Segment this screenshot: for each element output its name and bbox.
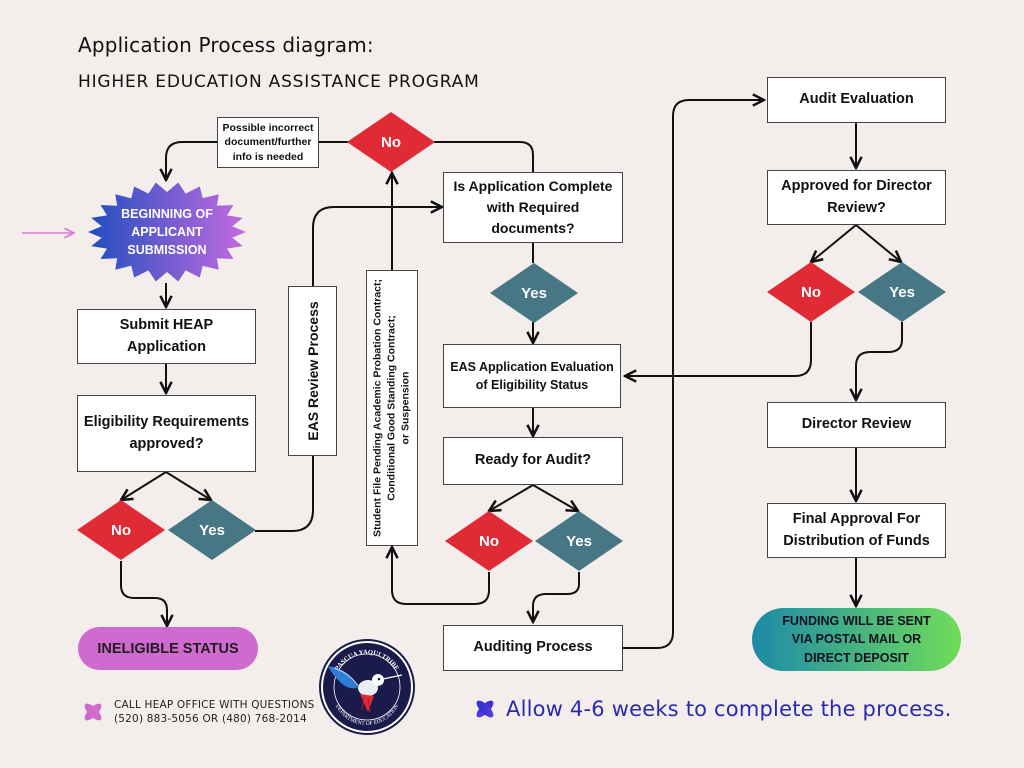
funding-terminal: FUNDING WILL BE SENT VIA POSTAL MAIL OR … (752, 608, 961, 671)
funding-line: VIA POSTAL MAIL OR (791, 632, 922, 647)
eligibility-node: Eligibility Requirements approved? (77, 395, 256, 472)
arrow-director-yes-to-review (856, 322, 903, 400)
contact-info: CALL HEAP OFFICE WITH QUESTIONS (520) 88… (78, 697, 315, 727)
eas-review-process-node: EAS Review Process (288, 286, 337, 456)
arrow-yes-to-eas-review (255, 456, 314, 532)
arrow-director-no-to-eas-eval (625, 322, 812, 376)
eligibility-yes-diamond: Yes (168, 500, 256, 560)
ready-for-audit-node: Ready for Audit? (443, 437, 623, 485)
diamond-label: No (801, 283, 821, 301)
hummingbird-icon (328, 666, 403, 713)
complete-yes-diamond: Yes (490, 263, 578, 323)
final-approval-node: Final Approval For Distribution of Funds (767, 503, 946, 558)
timeline-note-text: Allow 4-6 weeks to complete the process. (506, 697, 952, 721)
start-node: BEGINNING OF APPLICANT SUBMISSION (88, 182, 246, 282)
complete-no-diamond: No (347, 112, 435, 172)
flower-icon (476, 700, 494, 718)
audit-evaluation-node: Audit Evaluation (767, 77, 946, 123)
diamond-label: No (479, 532, 499, 550)
arrow-complete-to-no (434, 141, 534, 172)
arrow-ready-to-no (489, 484, 534, 511)
eas-application-evaluation-node: EAS Application Evaluation of Eligibilit… (443, 344, 621, 408)
funding-line: DIRECT DEPOSIT (804, 650, 909, 665)
arrow-ready-no-to-student-file (392, 547, 490, 605)
start-label-line: BEGINNING OF (121, 206, 213, 221)
application-complete-node: Is Application Complete with Required do… (443, 172, 623, 243)
ineligible-status-terminal: INELIGIBLE STATUS (78, 627, 258, 670)
approved-for-director-node: Approved for Director Review? (767, 170, 946, 225)
student-file-line: or Suspension (400, 371, 413, 445)
student-file-line: Conditional Good Standing Contract; (385, 315, 398, 501)
arrow-no-to-ineligible (120, 561, 167, 626)
director-no-diamond: No (767, 262, 855, 322)
page-subtitle: HIGHER EDUCATION ASSISTANCE PROGRAM (78, 72, 480, 92)
director-yes-diamond: Yes (858, 262, 946, 322)
start-label-line: SUBMISSION (127, 243, 207, 258)
diamond-label: Yes (521, 284, 547, 302)
auditing-process-node: Auditing Process (443, 625, 623, 671)
starburst-shape (88, 182, 246, 282)
diamond-label: Yes (199, 521, 225, 539)
arrow-incorrect-doc-to-start (166, 141, 218, 180)
flower-icon (84, 703, 102, 721)
diamond-label: No (381, 133, 401, 151)
arrow-eligibility-to-no (121, 471, 167, 500)
pascua-yaqui-seal-logo: PASCUA YAQUI TRIBE DEPARTMENT OF EDUCATI… (318, 638, 416, 736)
student-file-line: Student File Pending Academic Probation … (371, 278, 384, 538)
page-title: Application Process diagram: (78, 33, 374, 57)
eligibility-no-diamond: No (77, 500, 165, 560)
eas-review-process-label: EAS Review Process (304, 301, 321, 441)
student-file-pending-node: Student File Pending Academic Probation … (366, 270, 418, 546)
contact-phone[interactable]: (520) 883-5056 OR (480) 768-2014 (114, 713, 307, 725)
arrow-approved-to-yes (855, 224, 901, 262)
arrow-ready-to-yes (532, 484, 578, 511)
arrow-approved-to-no (811, 224, 857, 262)
diamond-label: Yes (889, 283, 915, 301)
audit-no-diamond: No (445, 511, 533, 571)
director-review-node: Director Review (767, 402, 946, 448)
funding-line: FUNDING WILL BE SENT (782, 614, 931, 629)
audit-yes-diamond: Yes (535, 511, 623, 571)
arrow-eas-review-to-complete (312, 207, 442, 286)
incorrect-document-node: Possible incorrect document/further info… (217, 117, 319, 168)
diamond-label: No (111, 521, 131, 539)
arrow-eligibility-to-yes (165, 471, 211, 500)
arrow-ready-yes-to-auditing (533, 572, 580, 622)
timeline-note: Allow 4-6 weeks to complete the process. (470, 694, 952, 724)
submit-heap-node: Submit HEAP Application (77, 309, 256, 364)
arrow-auditing-to-audit-eval (623, 100, 764, 649)
diamond-label: Yes (566, 532, 592, 550)
start-label-line: APPLICANT (131, 224, 203, 239)
contact-line: CALL HEAP OFFICE WITH QUESTIONS (114, 698, 315, 711)
